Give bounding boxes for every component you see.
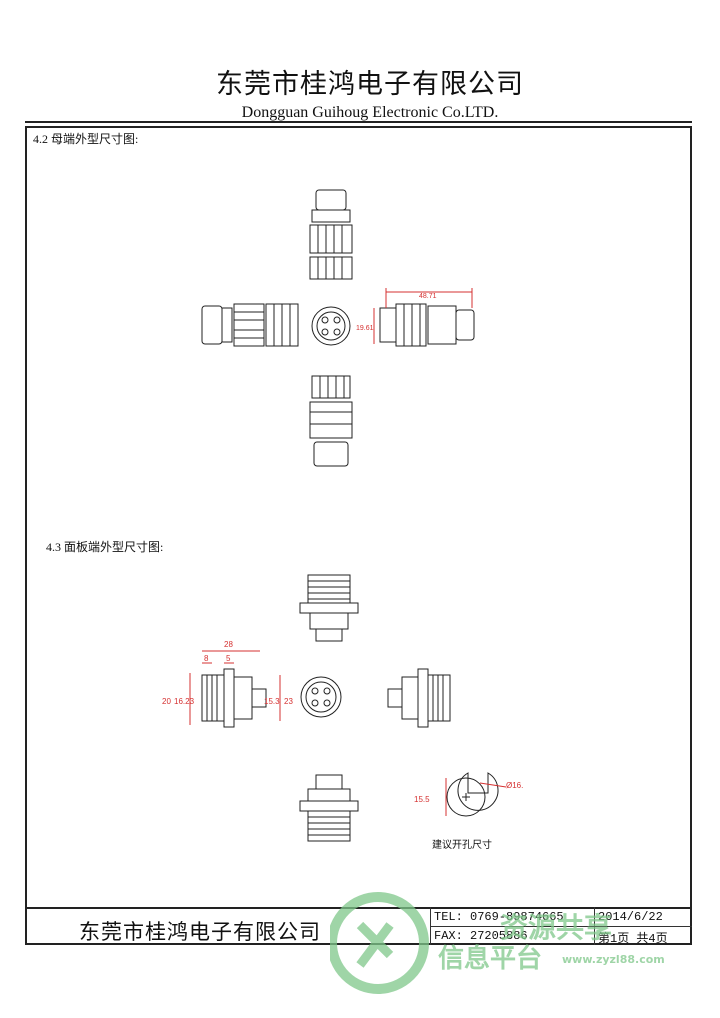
section-title-4-2: 4.2 母端外型尺寸图: xyxy=(33,132,139,146)
header-rule xyxy=(25,121,692,123)
section-title-4-3: 4.3 面板端外型尺寸图: xyxy=(46,540,164,554)
watermark-line2: 信息平台 xyxy=(438,943,542,974)
watermark-line1: 资源共享 xyxy=(500,911,612,944)
female-top-view xyxy=(309,189,353,280)
document-frame xyxy=(25,126,692,945)
footer-divider xyxy=(430,926,692,927)
dim-panel-total: 28 xyxy=(224,640,233,649)
footer-fax: FAX: 27205886 xyxy=(434,929,528,943)
dim-panel-d2: 5 xyxy=(226,654,231,663)
panel-top-view xyxy=(299,574,359,642)
panel-right-view xyxy=(387,668,451,728)
panel-connector-drawing: 28 8 5 20 16.23 15.3 23 xyxy=(162,574,523,842)
watermark-logo: 资源共享 信息平台 www.zyzl88.com xyxy=(330,892,665,994)
panel-cutout: 15.5 Ø16. xyxy=(414,772,523,817)
female-connector-drawing: 48.71 19.61 xyxy=(201,189,475,467)
female-face-view xyxy=(311,306,351,346)
dim-female-diameter: 19.61 xyxy=(356,325,374,332)
dim-panel-h4: 23 xyxy=(284,697,293,706)
female-left-view xyxy=(201,303,299,347)
watermark-url: www.zyzl88.com xyxy=(562,953,665,966)
dim-panel-h3: 15.3 xyxy=(264,697,280,706)
dim-panel-h1: 20 xyxy=(162,697,171,706)
footer-bar xyxy=(25,907,692,945)
dim-panel-h2: 16.23 xyxy=(174,697,195,706)
female-right-view: 48.71 19.61 xyxy=(356,288,475,347)
company-name-cn: 东莞市桂鸿电子有限公司 xyxy=(216,69,524,100)
company-name-en: Dongguan Guihoug Electronic Co.LTD. xyxy=(241,104,499,121)
footer-date: 2014/6/22 xyxy=(598,910,663,924)
panel-face-view xyxy=(300,676,342,718)
footer-company-name: 东莞市桂鸿电子有限公司 xyxy=(79,920,321,944)
dim-female-length: 48.71 xyxy=(419,293,437,300)
panel-left-view: 28 8 5 20 16.23 15.3 23 xyxy=(162,640,293,728)
dim-panel-d1: 8 xyxy=(204,654,209,663)
female-bottom-view xyxy=(309,375,353,467)
cutout-label: 建议开孔尺寸 xyxy=(432,840,492,851)
footer-page: 第1页 共4页 xyxy=(598,932,668,946)
footer-tel: TEL: 0769-89874665 xyxy=(434,910,564,924)
dim-cutout-height: 15.5 xyxy=(414,795,430,804)
panel-bottom-view xyxy=(299,774,359,842)
dim-cutout-dia: Ø16. xyxy=(506,781,523,790)
